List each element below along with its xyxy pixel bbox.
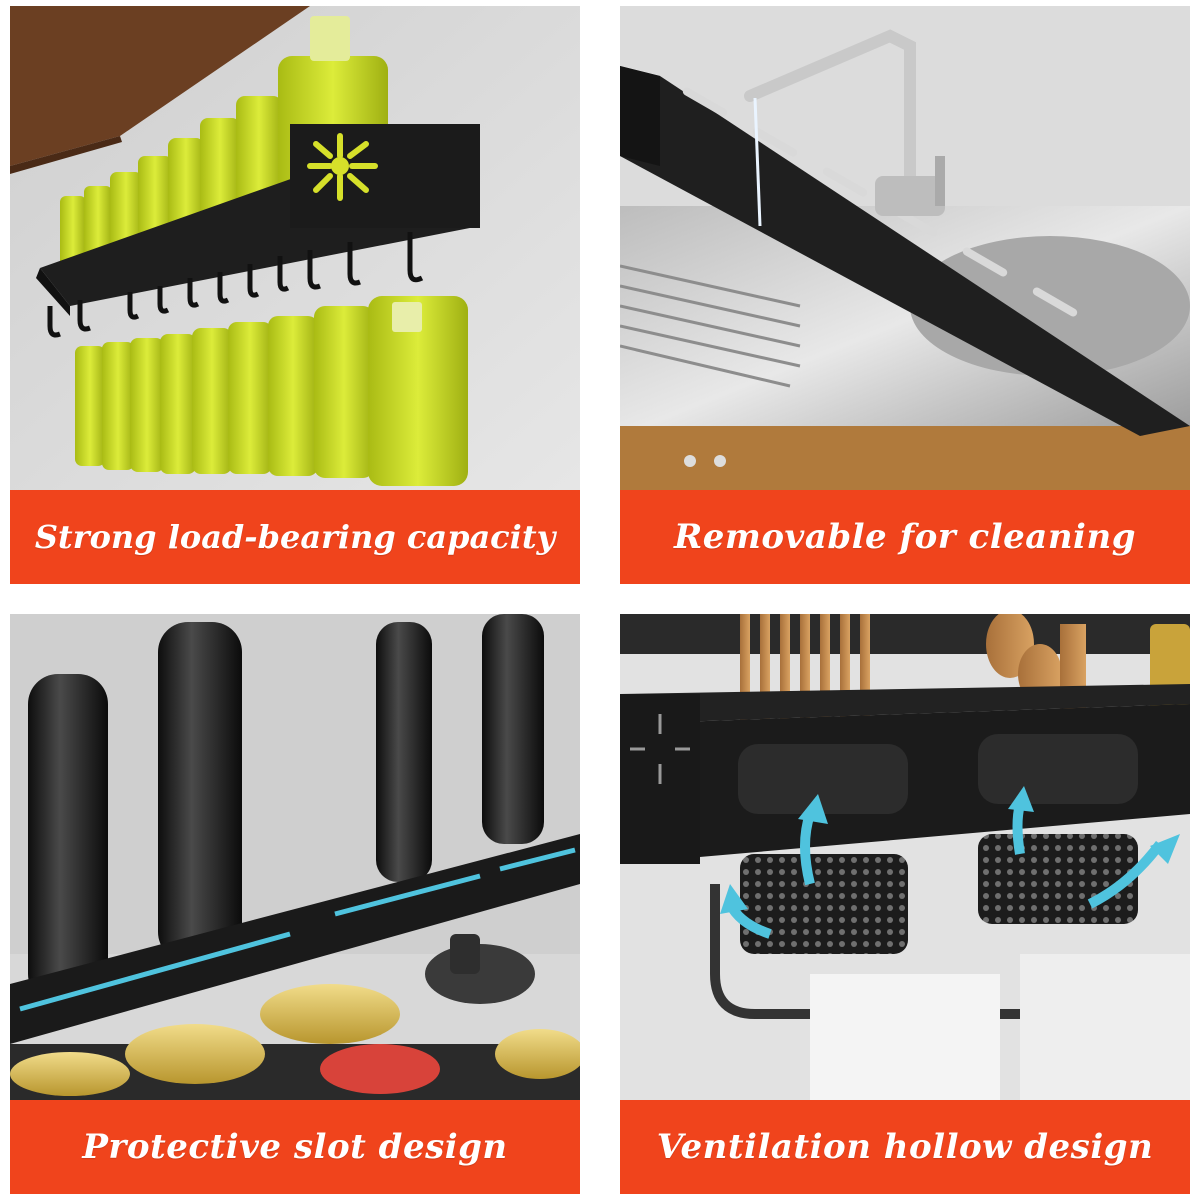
removable-rack bbox=[620, 66, 1190, 436]
removable-scene bbox=[620, 6, 1190, 490]
wood-cabinet bbox=[10, 6, 310, 166]
panel-ventilation: Ventilation hollow design bbox=[620, 614, 1190, 1194]
towel-bar bbox=[710, 884, 1055, 1019]
panel-removable: Removable for cleaning bbox=[620, 6, 1190, 584]
load-bearing-scene bbox=[10, 6, 580, 490]
cabinet bbox=[620, 426, 1190, 490]
ventilation-scene bbox=[620, 614, 1190, 1100]
spice-rack bbox=[36, 124, 480, 316]
chopsticks bbox=[740, 614, 870, 754]
faucet bbox=[744, 29, 916, 212]
hooks bbox=[47, 232, 424, 338]
caption-ventilation: Ventilation hollow design bbox=[620, 1100, 1190, 1194]
airflow-arrows bbox=[720, 786, 1180, 939]
protective-slot-scene bbox=[10, 614, 580, 1100]
caption-protective-slot: Protective slot design bbox=[10, 1100, 580, 1194]
caption-load-bearing: Strong load-bearing capacity bbox=[10, 490, 580, 584]
slot-bar bbox=[10, 834, 580, 1044]
caption-removable: Removable for cleaning bbox=[620, 490, 1190, 584]
spice-jars bbox=[10, 934, 580, 1100]
panel-protective-slot: Protective slot design bbox=[10, 614, 580, 1194]
towel bbox=[810, 974, 1000, 1100]
bottom-bottle-row bbox=[75, 296, 468, 486]
knife-handles bbox=[28, 614, 544, 1004]
panel-load-bearing: Strong load-bearing capacity bbox=[10, 6, 580, 584]
